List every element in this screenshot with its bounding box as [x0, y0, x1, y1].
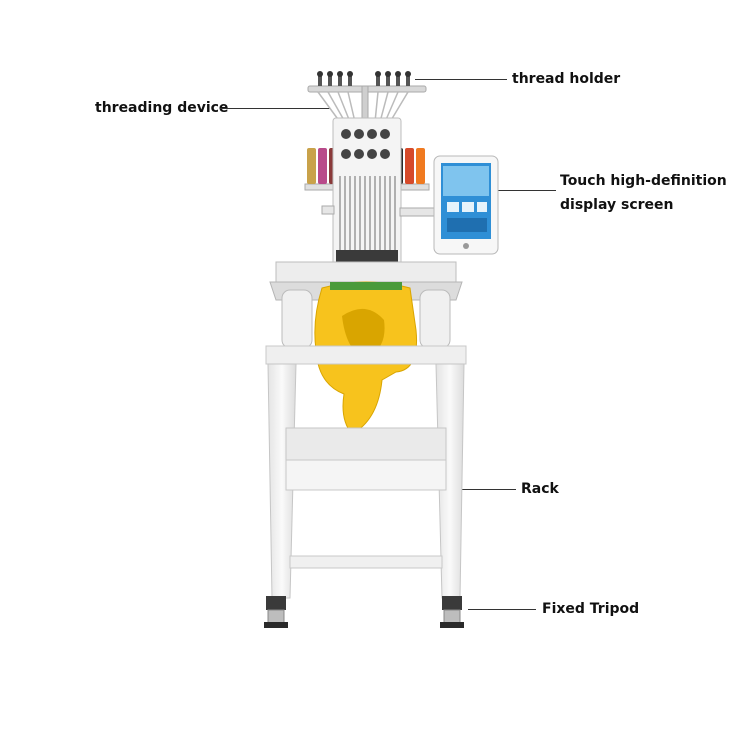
threading-device	[317, 91, 409, 123]
label-display-screen-line1: Touch high-definition	[560, 173, 727, 189]
needle-bar	[344, 176, 346, 250]
needle-bar	[364, 176, 366, 250]
thread-pin	[396, 74, 400, 86]
tension-knob	[380, 129, 390, 139]
tension-knob	[367, 149, 377, 159]
thread-pin-cap	[317, 71, 323, 77]
tension-knob	[341, 149, 351, 159]
thread-pin-cap	[337, 71, 343, 77]
leader-display-screen	[498, 190, 556, 191]
touch-display	[433, 155, 499, 255]
screen-arm	[399, 207, 437, 217]
needle-bars	[339, 176, 396, 250]
thread-holder	[307, 71, 427, 123]
thread-pin-cap	[327, 71, 333, 77]
thread-pin	[386, 74, 390, 86]
thread-pin-cap	[405, 71, 411, 77]
tension-knob	[354, 129, 364, 139]
label-threading-device: threading device	[95, 100, 229, 116]
leader-rack	[460, 489, 516, 490]
needle-bar	[389, 176, 391, 250]
thread-spool	[416, 148, 425, 184]
thread-spool	[318, 148, 327, 184]
thread-pin-cap	[375, 71, 381, 77]
thread-spool	[307, 148, 316, 184]
thread-pin	[406, 74, 410, 86]
needle-bar	[354, 176, 356, 250]
label-thread-holder: thread holder	[512, 71, 621, 87]
tension-knob	[380, 149, 390, 159]
needle-bar	[369, 176, 371, 250]
needle-bar	[374, 176, 376, 250]
fixed-tripod	[264, 596, 464, 628]
leader-thread-holder	[415, 79, 507, 80]
thread-pin	[328, 74, 332, 86]
thread-pin-cap	[385, 71, 391, 77]
label-display-screen-line2: display screen	[560, 197, 674, 213]
needle-bar	[349, 176, 351, 250]
needle-bar	[379, 176, 381, 250]
thread-pin	[348, 74, 352, 86]
thread-holder-pins	[317, 71, 411, 86]
needle-bar	[339, 176, 341, 250]
needle-bar	[359, 176, 361, 250]
rack	[265, 345, 467, 599]
needle-bar	[384, 176, 386, 250]
tension-knob	[354, 149, 364, 159]
leader-fixed-tripod	[468, 609, 536, 610]
tension-knobs	[341, 129, 390, 159]
thread-pin-cap	[347, 71, 353, 77]
thread-spool	[405, 148, 414, 184]
tension-knob	[341, 129, 351, 139]
thread-pin-cap	[395, 71, 401, 77]
label-rack: Rack	[521, 481, 559, 497]
needle-bar	[394, 176, 396, 250]
label-fixed-tripod: Fixed Tripod	[542, 601, 640, 617]
thread-pin	[376, 74, 380, 86]
machine-head	[332, 117, 402, 269]
thread-pin	[318, 74, 322, 86]
leader-threading-device	[220, 108, 330, 109]
thread-pin	[338, 74, 342, 86]
tension-knob	[367, 129, 377, 139]
